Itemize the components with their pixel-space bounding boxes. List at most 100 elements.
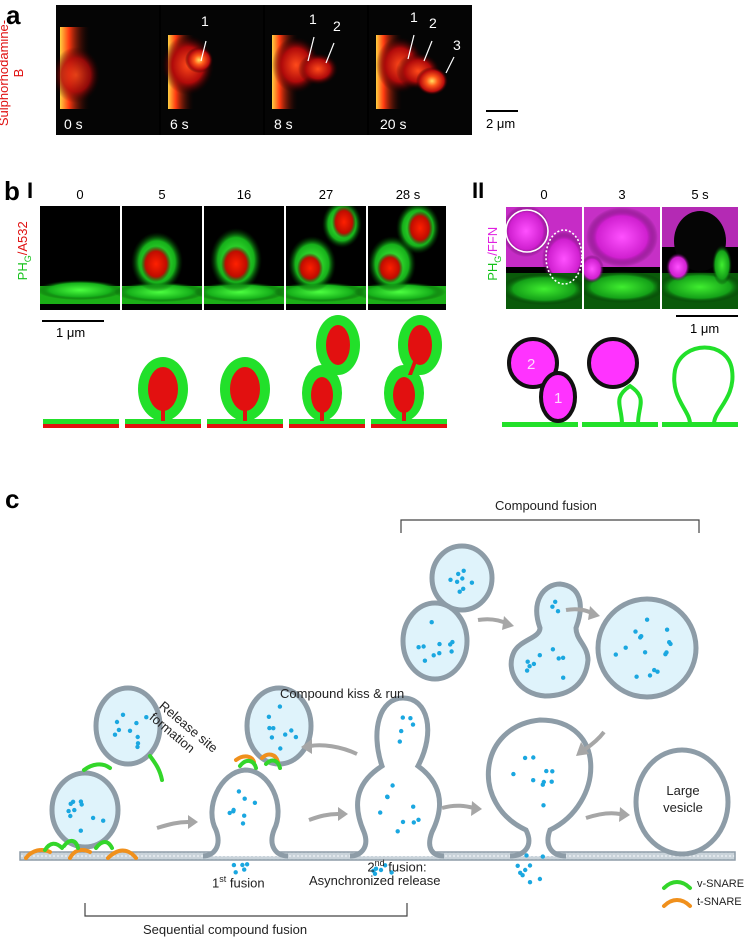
scale-label: 1 μm bbox=[56, 325, 86, 340]
cargo-dot bbox=[114, 719, 120, 725]
second-fusion-label: 2nd fusion: bbox=[367, 858, 427, 875]
b2-vesicle-1: 1 bbox=[554, 390, 562, 407]
cargo-dot bbox=[537, 653, 542, 658]
panel-a-letter: a bbox=[6, 0, 21, 30]
cargo-dot bbox=[411, 804, 416, 809]
cargo-dot bbox=[127, 728, 133, 733]
cargo-dot bbox=[421, 644, 426, 649]
cargo-dot bbox=[416, 817, 421, 822]
cargo-dot bbox=[523, 867, 528, 873]
cargo-dot bbox=[511, 771, 516, 777]
cargo-dot bbox=[116, 727, 122, 733]
time-label: 0 bbox=[76, 187, 84, 202]
cargo-dot bbox=[267, 725, 272, 731]
cargo-dot bbox=[78, 828, 84, 833]
cargo-dot bbox=[556, 656, 561, 661]
cargo-dot bbox=[461, 568, 466, 573]
cargo-dot bbox=[231, 862, 237, 868]
time-label: 20 s bbox=[380, 116, 407, 132]
panel-b2-cartoon: 2 1 bbox=[502, 337, 738, 427]
cargo-dot bbox=[120, 712, 126, 717]
cargo-dot bbox=[540, 854, 545, 859]
cargo-dot bbox=[134, 720, 139, 726]
compound-fusion-label: Compound fusion bbox=[495, 498, 597, 513]
time-label: 5 bbox=[158, 187, 166, 202]
cargo-dot bbox=[448, 642, 453, 647]
cargo-dot bbox=[390, 783, 395, 788]
cargo-dot bbox=[553, 599, 558, 604]
cargo-dot bbox=[550, 604, 555, 609]
cargo-dot bbox=[236, 789, 242, 794]
cargo-dot bbox=[469, 580, 475, 585]
scale-bar bbox=[676, 315, 738, 317]
cargo-dot bbox=[90, 815, 96, 821]
cargo-dot bbox=[252, 800, 258, 805]
cargo-dot bbox=[667, 640, 672, 645]
cargo-dot bbox=[408, 716, 413, 721]
cargo-dot bbox=[410, 722, 416, 727]
cargo-dot bbox=[135, 744, 140, 750]
cargo-dot bbox=[244, 862, 250, 867]
cargo-dot bbox=[550, 647, 556, 652]
vesicle-label-3: 3 bbox=[453, 37, 461, 53]
panel-b1-cartoon bbox=[43, 315, 447, 428]
cargo-dot bbox=[135, 734, 140, 740]
cargo-dot bbox=[66, 808, 71, 814]
cargo-dot bbox=[457, 589, 462, 594]
cargo-dot bbox=[537, 876, 543, 882]
cargo-dot bbox=[378, 867, 384, 873]
scale-bar bbox=[486, 110, 518, 112]
cargo-dot bbox=[371, 868, 376, 873]
cargo-dot bbox=[652, 667, 657, 673]
cargo-dot bbox=[135, 741, 141, 746]
cargo-dot bbox=[144, 715, 149, 720]
dye-label: Sulphorhodamine-B bbox=[0, 19, 26, 127]
cargo-dot bbox=[531, 778, 536, 783]
time-label: 8 s bbox=[274, 116, 293, 132]
cargo-dot bbox=[227, 810, 232, 816]
cargo-dot bbox=[634, 674, 639, 679]
vesicle-label-1: 1 bbox=[309, 11, 317, 27]
scale-label: 1 μm bbox=[690, 321, 720, 336]
cargo-dot bbox=[549, 779, 554, 784]
panel-c-letter: c bbox=[5, 484, 20, 514]
panel-c-diagram: .ves{fill:#dff3fb;stroke:#8d9ca7;stroke-… bbox=[19, 519, 736, 917]
cargo-dot bbox=[378, 810, 383, 815]
time-label: 0 s bbox=[64, 116, 83, 132]
cargo-dot bbox=[555, 609, 561, 614]
time-label: 27 bbox=[318, 187, 334, 202]
cargo-dot bbox=[642, 650, 648, 655]
cargo-dot bbox=[389, 870, 394, 875]
cargo-dot bbox=[527, 863, 533, 868]
time-label: 28 s bbox=[395, 187, 421, 202]
time-label: 16 bbox=[236, 187, 252, 202]
cargo-dot bbox=[454, 579, 460, 584]
cargo-dot bbox=[633, 629, 638, 634]
cargo-dot bbox=[431, 653, 436, 658]
cargo-dot bbox=[561, 675, 566, 680]
cargo-dot bbox=[68, 813, 73, 819]
time-label: 6 s bbox=[170, 116, 189, 132]
cargo-dot bbox=[242, 813, 247, 818]
vesicle-label-1: 1 bbox=[201, 13, 209, 29]
cargo-dot bbox=[271, 726, 276, 731]
cargo-dot bbox=[524, 668, 530, 673]
cargo-dot bbox=[240, 862, 245, 868]
cargo-dot bbox=[524, 853, 529, 858]
cargo-dot bbox=[525, 659, 530, 664]
panel-a-image bbox=[56, 5, 472, 135]
cargo-dot bbox=[400, 819, 406, 825]
panel-b-letter: b bbox=[4, 176, 20, 206]
cargo-dot bbox=[266, 714, 272, 719]
cargo-dot bbox=[644, 617, 650, 622]
cargo-dot bbox=[231, 807, 236, 813]
cargo-dot bbox=[461, 586, 466, 591]
cargo-dot bbox=[664, 627, 670, 632]
vesicle-label-2: 2 bbox=[333, 18, 341, 34]
vesicle-label-2: 2 bbox=[429, 15, 437, 31]
cargo-dot bbox=[437, 651, 442, 656]
kiss-run-label: Compound kiss & run bbox=[280, 686, 405, 701]
cargo-dot bbox=[101, 818, 106, 823]
cargo-dot bbox=[382, 863, 388, 868]
